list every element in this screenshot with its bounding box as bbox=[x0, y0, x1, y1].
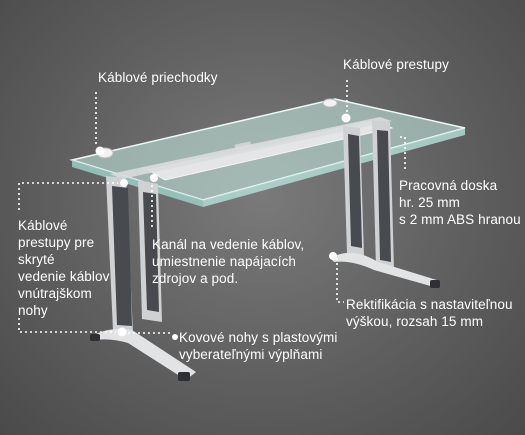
label-cable-channel: Kanál na vedenie káblov, umiestnenie nap… bbox=[152, 237, 305, 286]
right-leg bbox=[330, 120, 440, 288]
label-hidden-cable-routing: Káblové prestupy pre skryté vedenie kábl… bbox=[18, 218, 110, 318]
label-cable-passages: Káblové priechodky bbox=[98, 70, 218, 85]
label-legs: Kovové nohy s plastovými vyberateľnými v… bbox=[179, 330, 338, 362]
label-worktop: Pracovná doska hr. 25 mm s 2 mm ABS hran… bbox=[399, 178, 521, 227]
left-leg bbox=[90, 176, 196, 381]
label-cable-transfers: Káblové prestupy bbox=[343, 57, 449, 72]
label-leveling: Rektifikácia s nastaviteľnou výškou, roz… bbox=[346, 297, 513, 329]
